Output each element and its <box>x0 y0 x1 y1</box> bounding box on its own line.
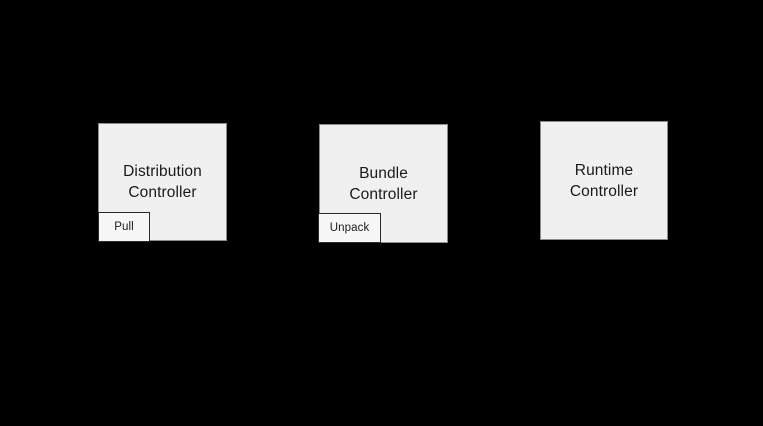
subnode-unpack[interactable]: Unpack <box>318 213 381 243</box>
node-label-bundle-controller: Bundle Controller <box>349 164 418 203</box>
node-runtime-controller[interactable]: Runtime Controller <box>540 121 668 240</box>
node-label-runtime-controller: Runtime Controller <box>569 161 639 200</box>
subnode-label-unpack: Unpack <box>329 222 370 234</box>
subnode-pull[interactable]: Pull <box>98 212 150 242</box>
node-label-distribution-controller: Distribution Controller <box>123 163 202 201</box>
subnode-label-pull: Pull <box>114 221 134 233</box>
